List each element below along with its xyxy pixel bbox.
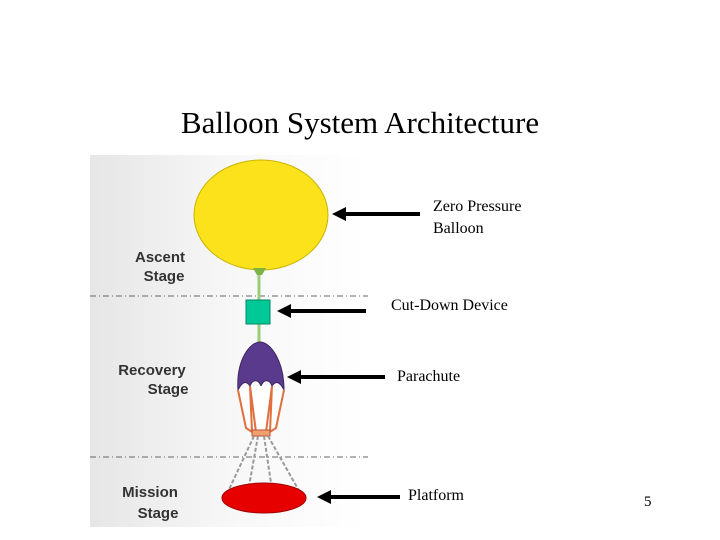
- callout-arrows: [277, 207, 420, 504]
- zero-pressure-balloon: [193, 159, 329, 271]
- parachute-confluence: [251, 429, 271, 437]
- parachute-gores: [237, 385, 285, 434]
- stage-label-mission: Mission: [122, 484, 178, 501]
- slide-title: Balloon System Architecture: [180, 105, 540, 140]
- arrow-platform-head: [317, 490, 331, 504]
- balloon-neck: [253, 268, 266, 275]
- stage-label-ascent-2: Stage: [144, 268, 185, 285]
- platform: [221, 482, 307, 514]
- callout-balloon-line1: Zero Pressure: [433, 198, 522, 215]
- arrow-parachute-head: [287, 370, 301, 384]
- page-number: 5: [644, 494, 652, 510]
- callout-balloon: Zero Pressure Balloon: [433, 196, 521, 240]
- arrow-cutdown-head: [277, 304, 291, 318]
- stage-label-recovery: Recovery: [118, 362, 186, 379]
- cut-down-device: [245, 299, 271, 325]
- stage-label-recovery-2: Stage: [148, 381, 189, 398]
- stage-label-ascent: Ascent: [135, 249, 185, 266]
- callout-parachute: Parachute: [397, 368, 461, 385]
- callout-platform: Platform: [408, 487, 464, 504]
- arrow-balloon-head: [332, 207, 346, 221]
- callout-balloon-line2: Balloon: [433, 220, 484, 237]
- callout-cutdown: Cut-Down Device: [391, 297, 508, 314]
- stage-label-mission-2: Stage: [138, 505, 179, 522]
